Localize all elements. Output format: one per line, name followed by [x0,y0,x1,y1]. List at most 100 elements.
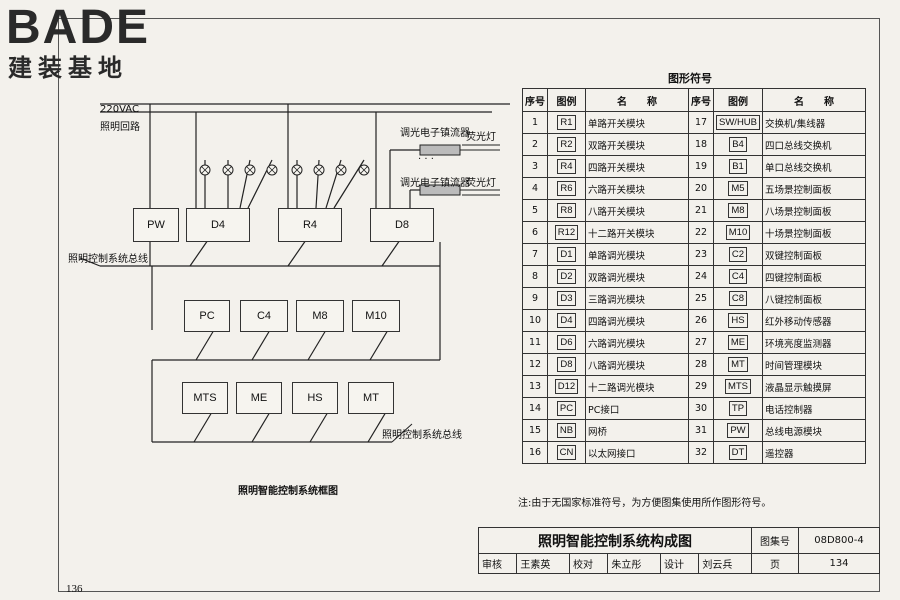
module-m10: M10 [352,300,400,332]
ballast-label-2: 调光电子镇流器 [400,178,470,189]
module-r4: R4 [278,208,342,242]
symbol-name: 以太网接口 [585,441,689,464]
symbol-number: 18 [688,133,714,156]
symbol-cell: MT [713,353,763,376]
symbol-name: 交换机/集线器 [762,111,866,134]
designer-name: 刘云兵 [698,553,752,574]
symbol-number: 6 [522,221,548,244]
symbol-name: 时间管理模块 [762,353,866,376]
symbol-cell: D12 [547,375,586,398]
symbol-name: 四路调光模块 [585,309,689,332]
symbol-name: 八路开关模块 [585,199,689,222]
symbol-number: 32 [688,441,714,464]
symbol-number: 13 [522,375,548,398]
header-symbol: 图例 [713,88,763,112]
ballast-label-1: 调光电子镇流器 [400,128,470,139]
symbols-header-row: 序号 图例 名 称 序号 图例 名 称 [522,88,866,112]
symbol-cell: B4 [713,133,763,156]
symbol-code: D3 [557,291,576,306]
bus-label-2: 照明控制系统总线 [382,430,462,441]
symbol-cell: R6 [547,177,586,200]
symbol-code: R2 [557,137,576,152]
module-me: ME [236,382,282,414]
circuit-name-label: 照明回路 [100,122,140,133]
symbol-number: 24 [688,265,714,288]
header-name: 名 称 [585,88,689,112]
reviewer-name: 王素英 [516,553,570,574]
symbol-name: 红外移动传感器 [762,309,866,332]
symbol-cell: D3 [547,287,586,310]
drawing-frame [58,18,880,592]
symbol-name: 双键控制面板 [762,243,866,266]
symbol-number: 20 [688,177,714,200]
lamp-label-2: 荧光灯 [466,178,496,189]
module-mts: MTS [182,382,228,414]
symbol-number: 28 [688,353,714,376]
symbol-cell: D6 [547,331,586,354]
symbol-name: 四路开关模块 [585,155,689,178]
module-pw: PW [133,208,179,242]
symbol-code: D6 [557,335,576,350]
symbol-cell: PW [713,419,763,442]
symbol-name: 四键控制面板 [762,265,866,288]
symbol-number: 12 [522,353,548,376]
symbol-cell: C2 [713,243,763,266]
symbol-code: PC [556,401,577,416]
symbol-name: 六路调光模块 [585,331,689,354]
symbol-cell: D2 [547,265,586,288]
symbol-code: TP [728,401,748,416]
symbol-cell: HS [713,309,763,332]
symbol-code: D2 [557,269,576,284]
checker-name: 朱立彤 [607,553,661,574]
symbol-code: PW [727,423,749,438]
symbol-code: M10 [725,225,751,240]
symbol-number: 10 [522,309,548,332]
logo-brand: BADE [6,1,151,54]
lamp-label-1: 荧光灯 [466,132,496,143]
symbol-code: ME [727,335,749,350]
symbol-cell: M5 [713,177,763,200]
symbol-code: MT [728,357,748,372]
symbol-cell: CN [547,441,586,464]
symbol-name: 十场景控制面板 [762,221,866,244]
symbol-name: 液晶显示触摸屏 [762,375,866,398]
page-label: 页 [751,553,799,574]
symbol-code: D8 [557,357,576,372]
symbol-number: 15 [522,419,548,442]
symbol-cell: MTS [713,375,763,398]
symbol-name: 单路调光模块 [585,243,689,266]
symbol-cell: D1 [547,243,586,266]
header-no: 序号 [688,88,714,112]
symbol-code: CN [556,445,577,460]
symbol-number: 21 [688,199,714,222]
page-number: 136 [66,583,83,595]
symbol-name: 双路开关模块 [585,133,689,156]
symbol-number: 25 [688,287,714,310]
symbol-name: 总线电源模块 [762,419,866,442]
set-number: 08D800-4 [798,527,880,554]
symbol-number: 16 [522,441,548,464]
symbol-name: 六路开关模块 [585,177,689,200]
diagram-title: 照明智能控制系统框图 [238,486,338,497]
symbol-code: R1 [557,115,576,130]
symbol-code: D1 [557,247,576,262]
symbol-code: D4 [557,313,576,328]
check-label: 校对 [568,553,609,574]
symbol-code: R12 [554,225,579,240]
symbol-cell: D4 [547,309,586,332]
symbol-cell: PC [547,397,586,420]
symbol-name: 环境亮度监测器 [762,331,866,354]
symbol-code: NB [556,423,577,438]
symbol-code: SW/HUB [716,115,760,130]
symbol-number: 5 [522,199,548,222]
symbol-cell: ME [713,331,763,354]
design-label: 设计 [659,553,700,574]
